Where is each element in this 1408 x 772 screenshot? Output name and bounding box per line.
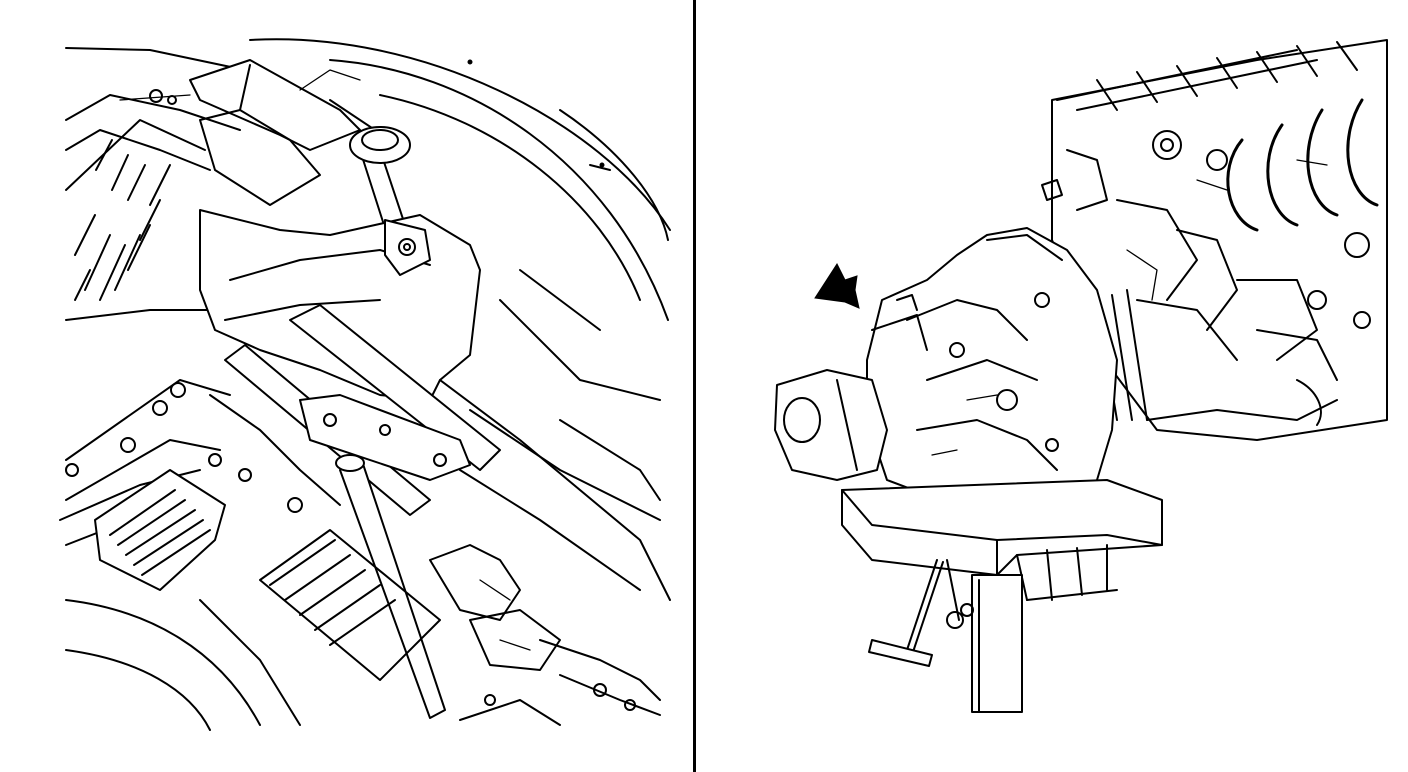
underbody-drawing (59, 38, 671, 731)
underbody-support-view (0, 0, 694, 772)
engine-block (1041, 39, 1388, 441)
floor-vent-slots (74, 139, 171, 301)
front-direction-arrow-icon (814, 262, 860, 309)
transaxle-drawing (774, 39, 1388, 713)
transmission-jack (841, 479, 1163, 713)
transaxle-removal-view (697, 0, 1408, 772)
mount-bolts (65, 382, 303, 513)
panel-divider (693, 0, 696, 772)
transaxle-case (774, 227, 1118, 506)
